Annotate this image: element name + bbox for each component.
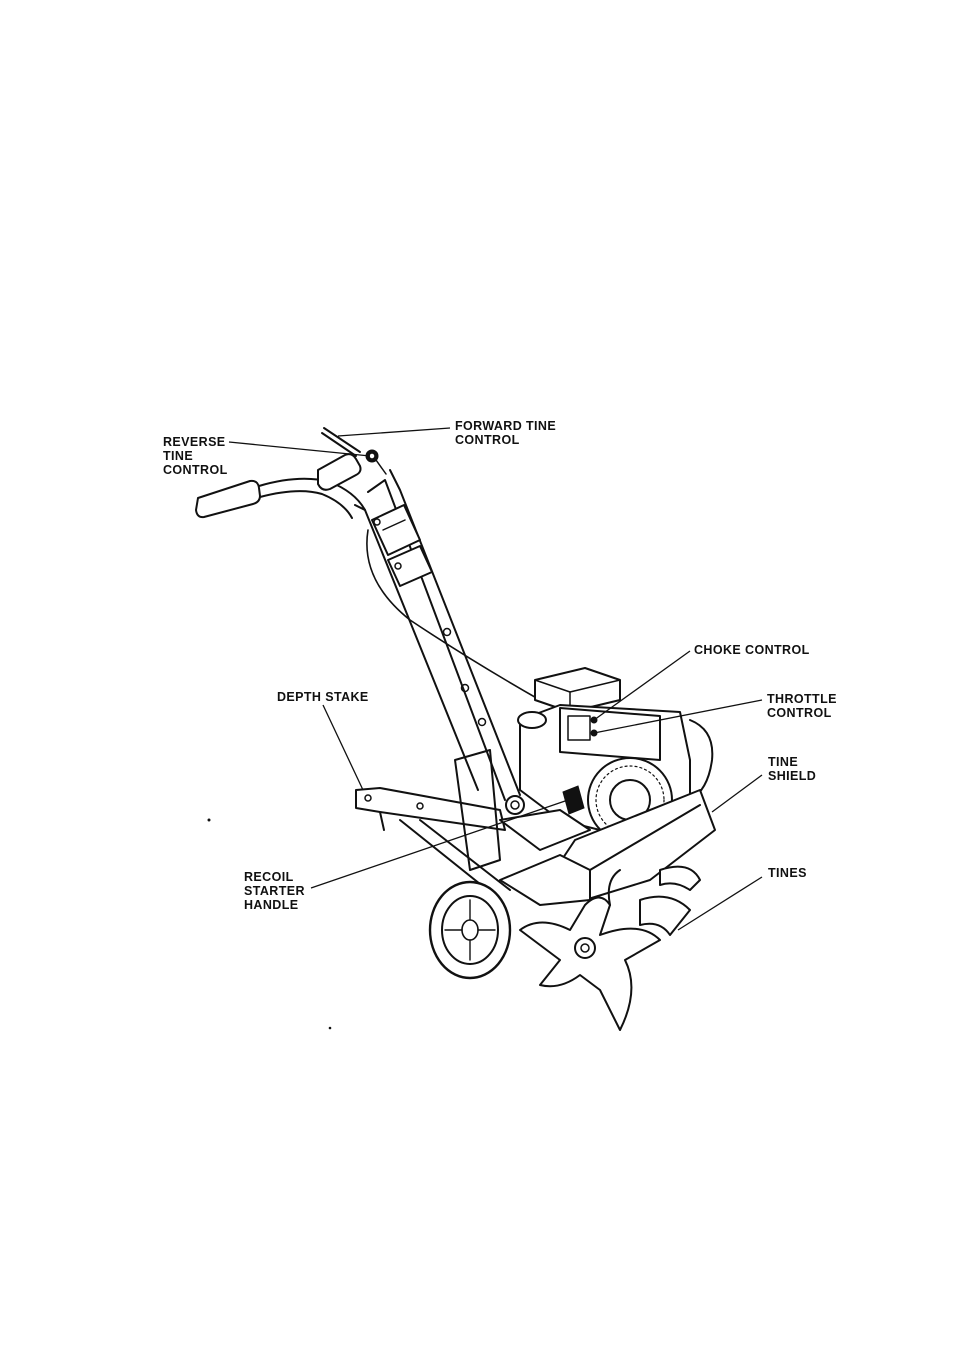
label-depth-stake: DEPTH STAKE <box>277 690 369 704</box>
label-reverse-tine-control: REVERSE TINE CONTROL <box>163 435 228 477</box>
leader-depth-stake <box>323 705 363 790</box>
leader-tine-shield <box>712 775 762 812</box>
label-throttle-control: THROTTLE CONTROL <box>767 692 837 720</box>
label-choke-control: CHOKE CONTROL <box>694 643 810 657</box>
label-recoil-starter-handle: RECOIL STARTER HANDLE <box>244 870 305 912</box>
handle-column <box>355 470 540 814</box>
label-forward-tine-control: FORWARD TINE CONTROL <box>455 419 556 447</box>
leader-forward-tine-control <box>338 428 450 436</box>
label-tine-shield: TINE SHIELD <box>768 755 816 783</box>
label-tines: TINES <box>768 866 807 880</box>
scan-specks <box>208 819 331 1029</box>
transport-wheel <box>430 882 510 978</box>
